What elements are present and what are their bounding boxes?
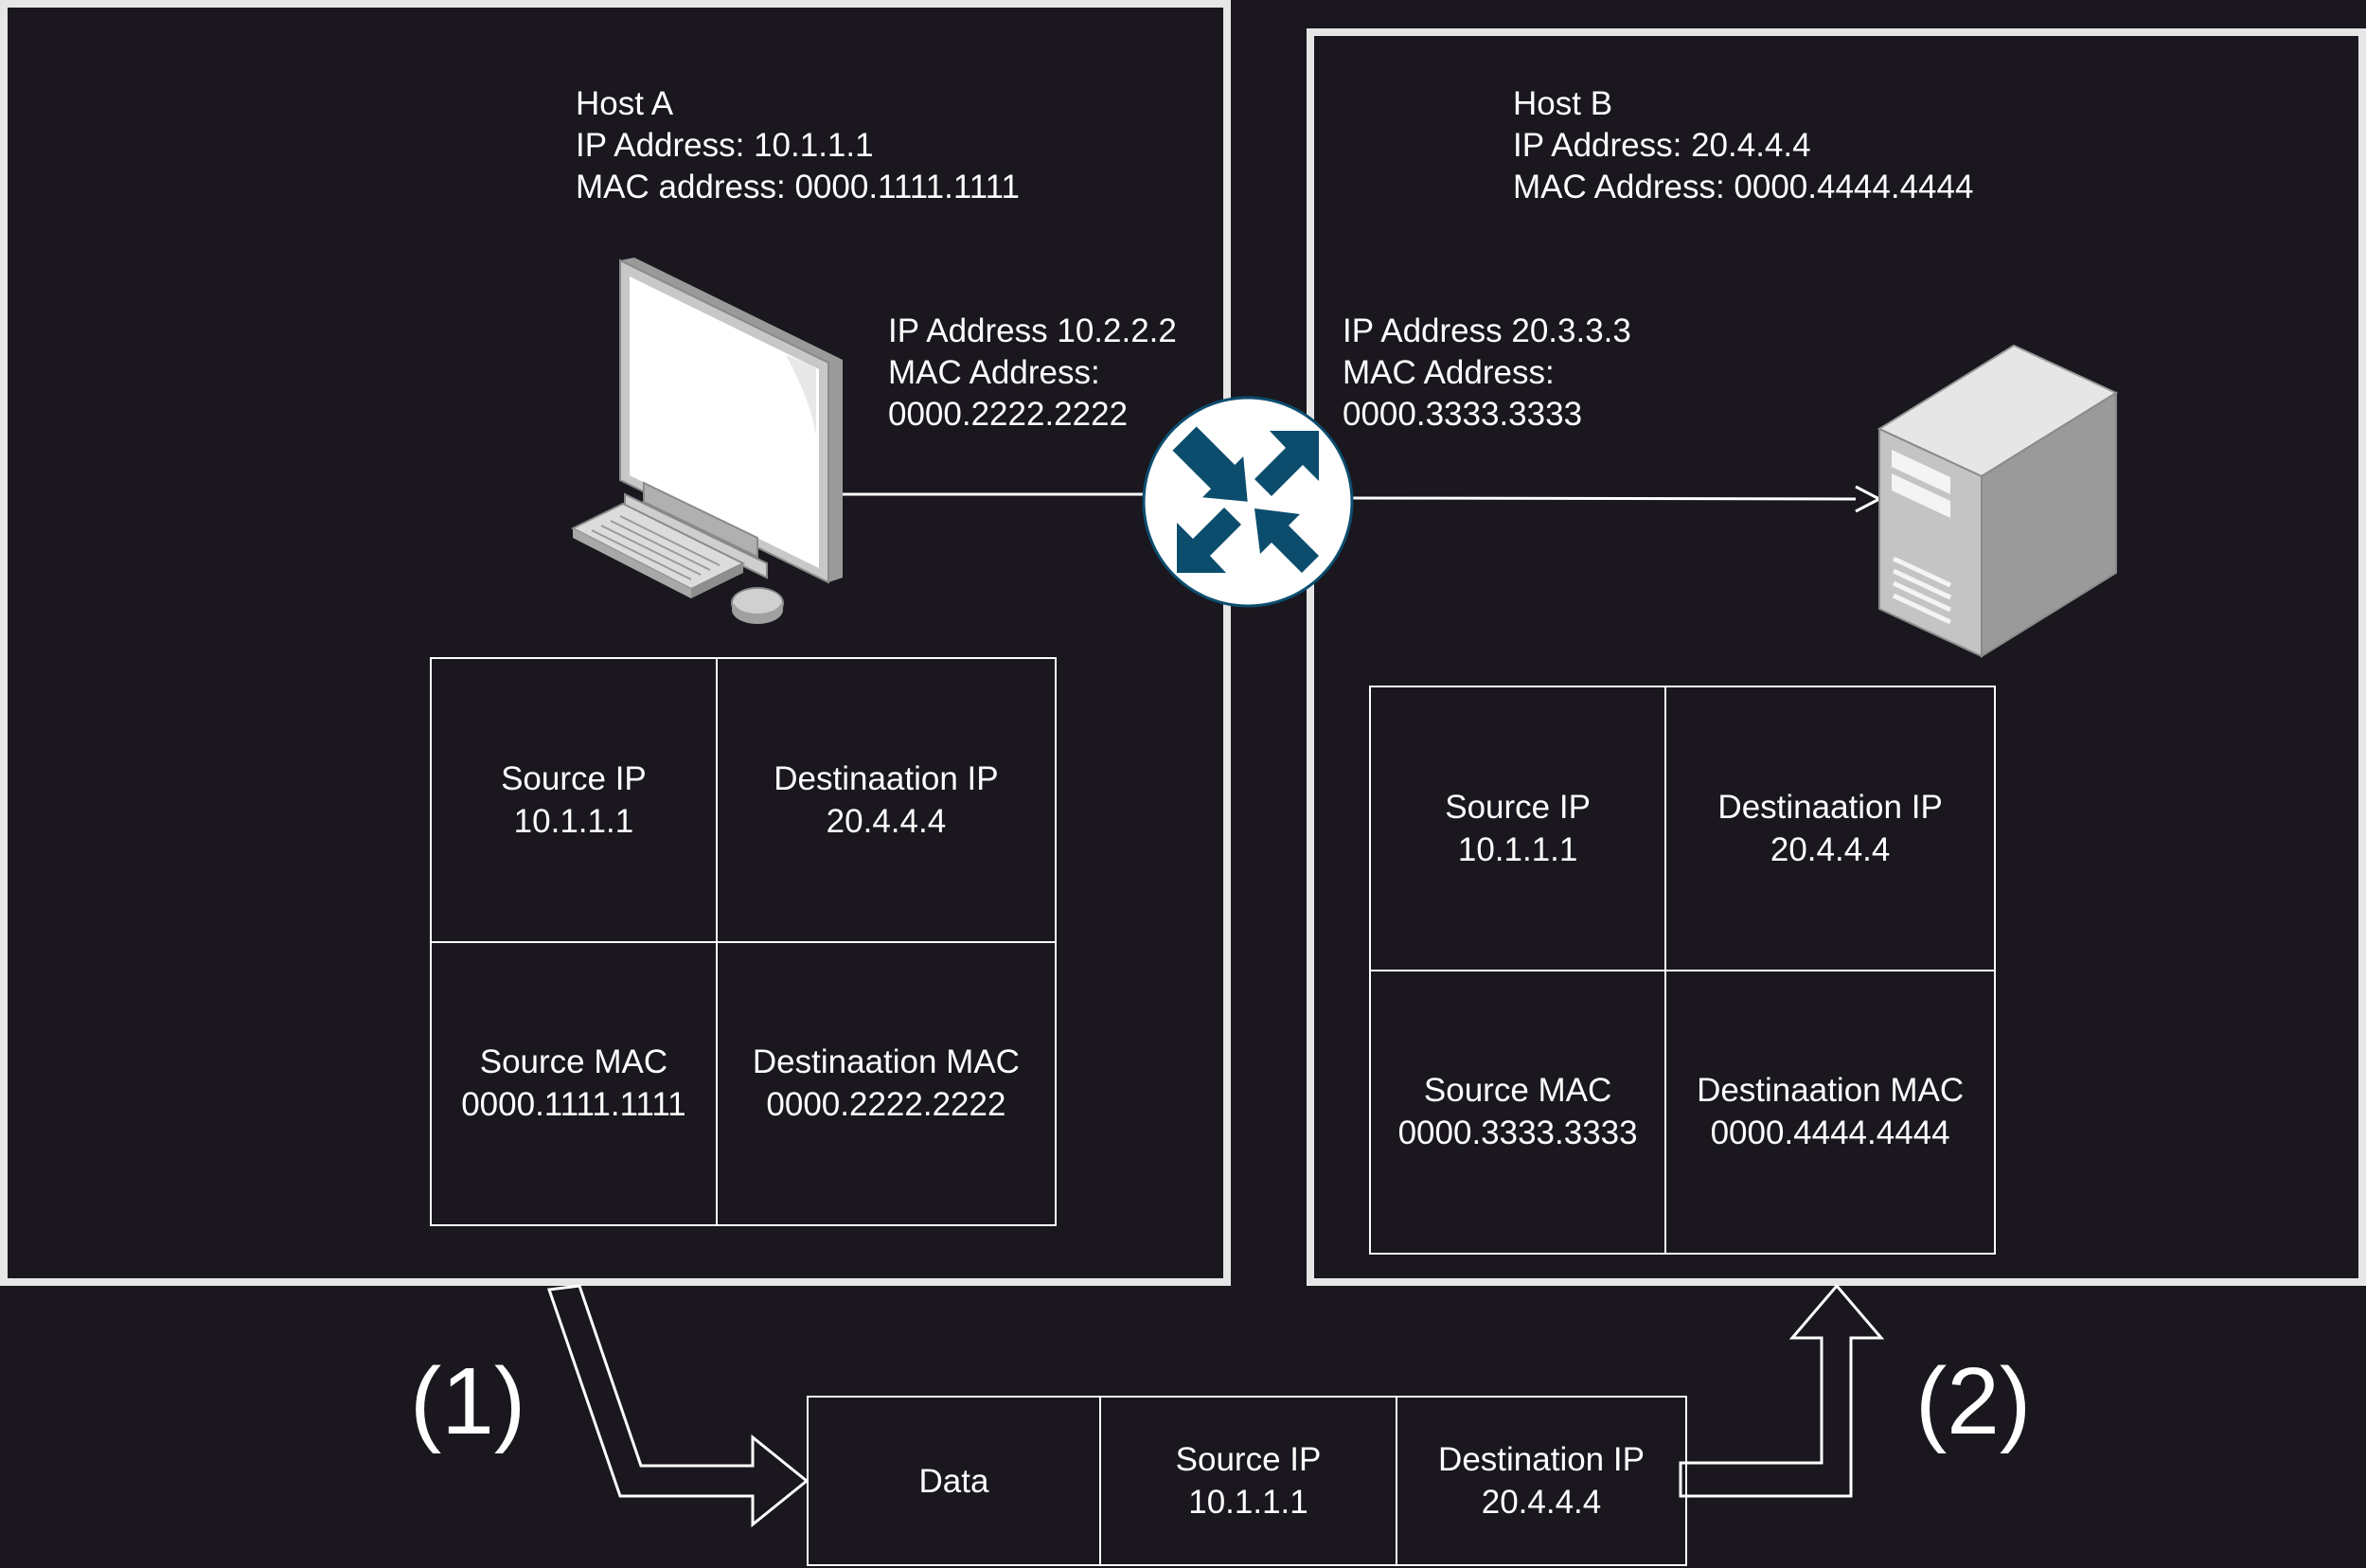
host-a-info: Host A IP Address: 10.1.1.1 MAC address:… bbox=[576, 83, 1020, 208]
server-icon bbox=[1877, 344, 2119, 658]
host-a-ip: IP Address: 10.1.1.1 bbox=[576, 127, 874, 164]
host-b-mac: MAC Address: 0000.4444.4444 bbox=[1513, 169, 1974, 205]
host-a-source-ip-cell: Source IP 10.1.1.1 bbox=[430, 657, 718, 943]
desktop-computer-icon bbox=[570, 258, 843, 624]
packet-header: Data Source IP 10.1.1.1 Destination IP 2… bbox=[807, 1396, 1687, 1566]
host-b-ip: IP Address: 20.4.4.4 bbox=[1513, 127, 1811, 164]
host-b-frame-header: Source IP 10.1.1.1 Destinaation IP 20.4.… bbox=[1368, 686, 1996, 1255]
host-b-source-mac-cell: Source MAC 0000.3333.3333 bbox=[1368, 969, 1667, 1255]
host-a-mac: MAC address: 0000.1111.1111 bbox=[576, 169, 1020, 205]
host-a-frame-header: Source IP 10.1.1.1 Destinaation IP 20.4.… bbox=[430, 657, 1058, 1226]
router-left-interface-info: IP Address 10.2.2.2 MAC Address: 0000.22… bbox=[888, 311, 1177, 436]
host-b-network-frame bbox=[1307, 28, 2366, 1286]
link-router-host-b bbox=[1348, 496, 1857, 501]
host-b-title: Host B bbox=[1513, 85, 1613, 122]
host-b-destination-ip-cell: Destinaation IP 20.4.4.4 bbox=[1664, 686, 1996, 971]
router-left-mac: 0000.2222.2222 bbox=[888, 396, 1129, 433]
router-right-interface-info: IP Address 20.3.3.3 MAC Address: 0000.33… bbox=[1343, 311, 1631, 436]
host-b-destination-mac-cell: Destinaation MAC 0000.4444.4444 bbox=[1664, 969, 1996, 1255]
packet-data-cell: Data bbox=[807, 1396, 1101, 1566]
step-1-label: (1) bbox=[410, 1348, 526, 1454]
host-a-network-frame bbox=[0, 0, 1231, 1286]
step-1-flow-arrow bbox=[546, 1284, 809, 1528]
step-2-label: (2) bbox=[1915, 1348, 2032, 1454]
router-left-ip: IP Address 10.2.2.2 bbox=[888, 312, 1177, 349]
host-a-title: Host A bbox=[576, 85, 674, 122]
router-right-ip: IP Address 20.3.3.3 bbox=[1343, 312, 1631, 349]
packet-destination-ip-cell: Destination IP 20.4.4.4 bbox=[1396, 1396, 1687, 1566]
host-a-source-mac-cell: Source MAC 0000.1111.1111 bbox=[430, 940, 718, 1226]
router-left-mac-label: MAC Address: bbox=[888, 354, 1100, 391]
router-right-mac-label: MAC Address: bbox=[1343, 354, 1555, 391]
host-b-source-ip-cell: Source IP 10.1.1.1 bbox=[1368, 686, 1667, 971]
router-icon bbox=[1142, 396, 1354, 608]
host-b-info: Host B IP Address: 20.4.4.4 MAC Address:… bbox=[1513, 83, 1973, 208]
step-2-flow-arrow bbox=[1679, 1283, 1885, 1498]
router-right-mac: 0000.3333.3333 bbox=[1343, 396, 1583, 433]
host-a-destination-mac-cell: Destinaation MAC 0000.2222.2222 bbox=[715, 940, 1058, 1226]
packet-source-ip-cell: Source IP 10.1.1.1 bbox=[1099, 1396, 1397, 1566]
host-a-destination-ip-cell: Destinaation IP 20.4.4.4 bbox=[715, 657, 1058, 943]
